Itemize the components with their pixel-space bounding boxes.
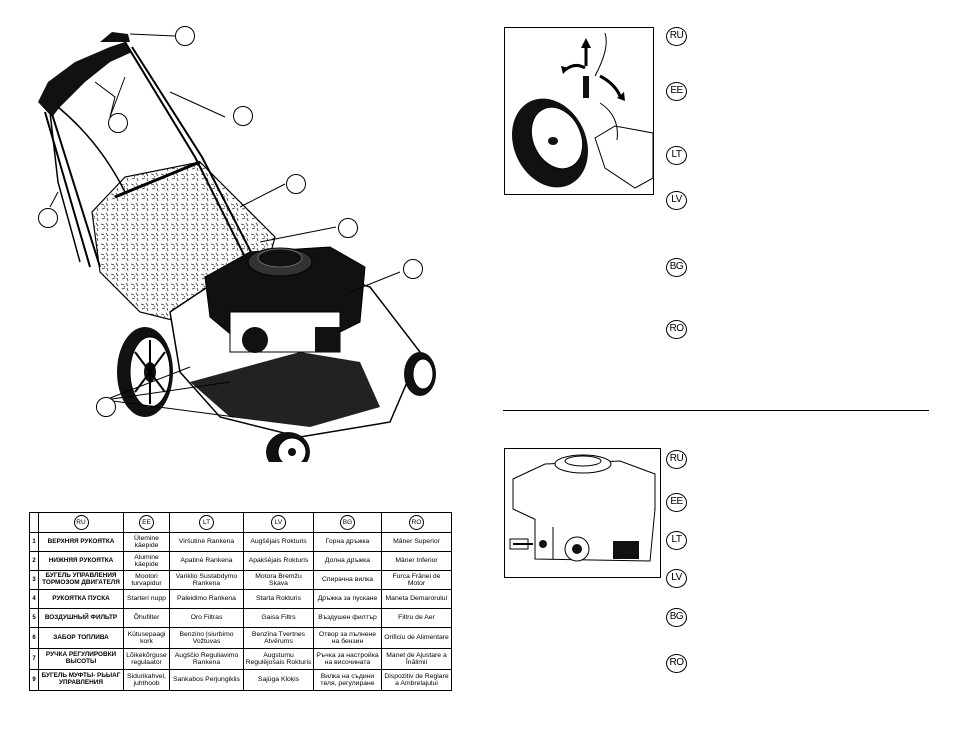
cell-num: 2 [29,551,39,571]
cell-ru: ВЕРХНЯЯ РУКОЯТКА [38,532,124,552]
cell-bg: Долна дръжка [313,551,382,571]
cell-ee: Ülemine käepide [123,532,170,552]
cell-num: 6 [29,627,39,649]
cell-ee: Õhufilter [123,608,170,628]
cell-ru: РУКОЯТКА ПУСКА [38,589,124,609]
lang-badge-ee: EE [666,82,687,101]
header-empty [29,512,39,533]
cell-lv: Augstumu Regulējošais Rokturis [243,648,314,670]
cell-ro: Mâner Inferior [381,551,452,571]
lang-badge-bg: BG [666,258,687,277]
callout-2 [108,113,128,133]
lang-badge-ru-2: RU [666,450,687,469]
cell-lt: Paleidimo Rankena [169,589,244,609]
cell-ro: Dispozitiv de Reglare a Ambrelajului [381,669,452,691]
callout-3 [233,106,253,126]
cell-lt: Augščio Reguliavimo Rankena [169,648,244,670]
cell-ee: Kütusepaagi kork [123,627,170,649]
cell-lt: Sankabos Perjungiklis [169,669,244,691]
cell-bg: Горна дръжка [313,532,382,552]
lang-badge-ro: RO [666,320,687,339]
cell-ro: Mâner Superior [381,532,452,552]
cell-num: 7 [29,648,39,670]
header-ee: EE [123,512,170,533]
cell-bg: Отвор за пълнене на бензин [313,627,382,649]
cell-ro: Filtru de Aer [381,608,452,628]
engine-illustration [509,454,656,562]
cell-ru: БУГЕЛЬ МУФТЫ- РЬЫАГ УПРАВЛЕНИЯ [38,669,124,691]
cell-ee: Lõikekõrguse regulaator [123,648,170,670]
cell-lv: Sajūga Kloķis [243,669,314,691]
cell-ru: РУЧКА РЕГУЛИРОВКИ ВЫСОТЫ [38,648,124,670]
cell-lt: Apatinė Rankena [169,551,244,571]
cell-ro: Furca Frânei de Motor [381,570,452,590]
callout-1 [175,26,195,46]
header-bg: BG [313,512,382,533]
callout-6 [403,259,423,279]
section-divider [503,410,929,411]
cell-num: 5 [29,608,39,628]
lang-badge-ro-2: RO [666,654,687,673]
lang-badge-bg-2: BG [666,608,687,627]
cell-lv: Motora Bremžu Skava [243,570,314,590]
cell-lt: Viršutinė Rankena [169,532,244,552]
wheel-height-illustration [512,32,654,189]
cell-num: 4 [29,589,39,609]
header-lt: LT [169,512,244,533]
cell-lv: Benzīna Tvertnes Atvērums [243,627,314,649]
cell-ee: Sidurikahvel, juhthoob [123,669,170,691]
lang-badge-lv: LV [666,191,687,210]
cell-num: 3 [29,570,39,590]
cell-ro: Manet de Ajustare a Înălimii [381,648,452,670]
table-row: 7 РУЧКА РЕГУЛИРОВКИ ВЫСОТЫ Lõikekõrguse … [29,648,452,670]
lang-badge-lt-2: LT [666,531,687,550]
table-row: 5 ВОЗДУШНЫЙ ФИЛЬТР Õhufilter Oro Filtras… [29,608,452,628]
cell-ru: НИЖНЯЯ РУКОЯТКА [38,551,124,571]
height-adjust-image [504,27,654,195]
cell-lt: Benzino Įsiurbimo Vožtuvas [169,627,244,649]
cell-num: 1 [29,532,39,552]
cell-lv: Apakšējais Rokturis [243,551,314,571]
cell-lv: Gaisa Filtrs [243,608,314,628]
cell-ru: ВОЗДУШНЫЙ ФИЛЬТР [38,608,124,628]
table-row: 1 ВЕРХНЯЯ РУКОЯТКА Ülemine käepide Viršu… [29,532,452,552]
engine-image [504,448,661,578]
cell-ro: Maneta Demaroruluí [381,589,452,609]
cell-bg: Вилка на съдини теля, регулиране [313,669,382,691]
cell-num: 9 [29,669,39,691]
cell-bg: Дръжка за пускане [313,589,382,609]
callout-5 [338,218,358,238]
parts-table: RU EE LT LV BG RO 1 ВЕРХНЯЯ РУКОЯТКА Üle… [29,512,452,691]
lang-badge-ru: RU [666,27,687,46]
table-row: 3 БУГЕЛЬ УПРАВЛЕНИЯ ТОРМОЗОМ ДВИГАТЕЛЯ M… [29,570,452,590]
callout-8 [96,397,116,417]
cell-bg: Въздушен филтър [313,608,382,628]
table-row: 6 ЗАБОР ТОПЛИВА Kütusepaagi kork Benzino… [29,627,452,649]
cell-ro: Orificiu de Alimentare [381,627,452,649]
cell-lt: Oro Filtras [169,608,244,628]
cell-lv: Augšējais Rokturis [243,532,314,552]
header-ro: RO [381,512,452,533]
table-row: 2 НИЖНЯЯ РУКОЯТКА Alumine käepide Apatin… [29,551,452,571]
cell-lv: Starta Rokturis [243,589,314,609]
cell-bg: Спирачна вилка [313,570,382,590]
cell-bg: Ръчка за настройка на височината [313,648,382,670]
cell-ru: ЗАБОР ТОПЛИВА [38,627,124,649]
cell-ee: Alumine käepide [123,551,170,571]
table-row: 9 БУГЕЛЬ МУФТЫ- РЬЫАГ УПРАВЛЕНИЯ Sidurik… [29,669,452,691]
lawn-mower-illustration [38,32,436,462]
lang-badge-ee-2: EE [666,493,687,512]
cell-ee: Starteri nupp [123,589,170,609]
lang-badge-lv-2: LV [666,569,687,588]
lang-badge-lt: LT [666,146,687,165]
table-row: 4 РУКОЯТКА ПУСКА Starteri nupp Paleidimo… [29,589,452,609]
cell-lt: Variklio Sustabdymo Rankena [169,570,244,590]
callout-7 [38,208,58,228]
cell-ee: Mootori turvapidur [123,570,170,590]
header-ru: RU [38,512,124,533]
callout-4 [286,174,306,194]
table-header-row: RU EE LT LV BG RO [29,512,452,533]
header-lv: LV [243,512,314,533]
cell-ru: БУГЕЛЬ УПРАВЛЕНИЯ ТОРМОЗОМ ДВИГАТЕЛЯ [38,570,124,590]
